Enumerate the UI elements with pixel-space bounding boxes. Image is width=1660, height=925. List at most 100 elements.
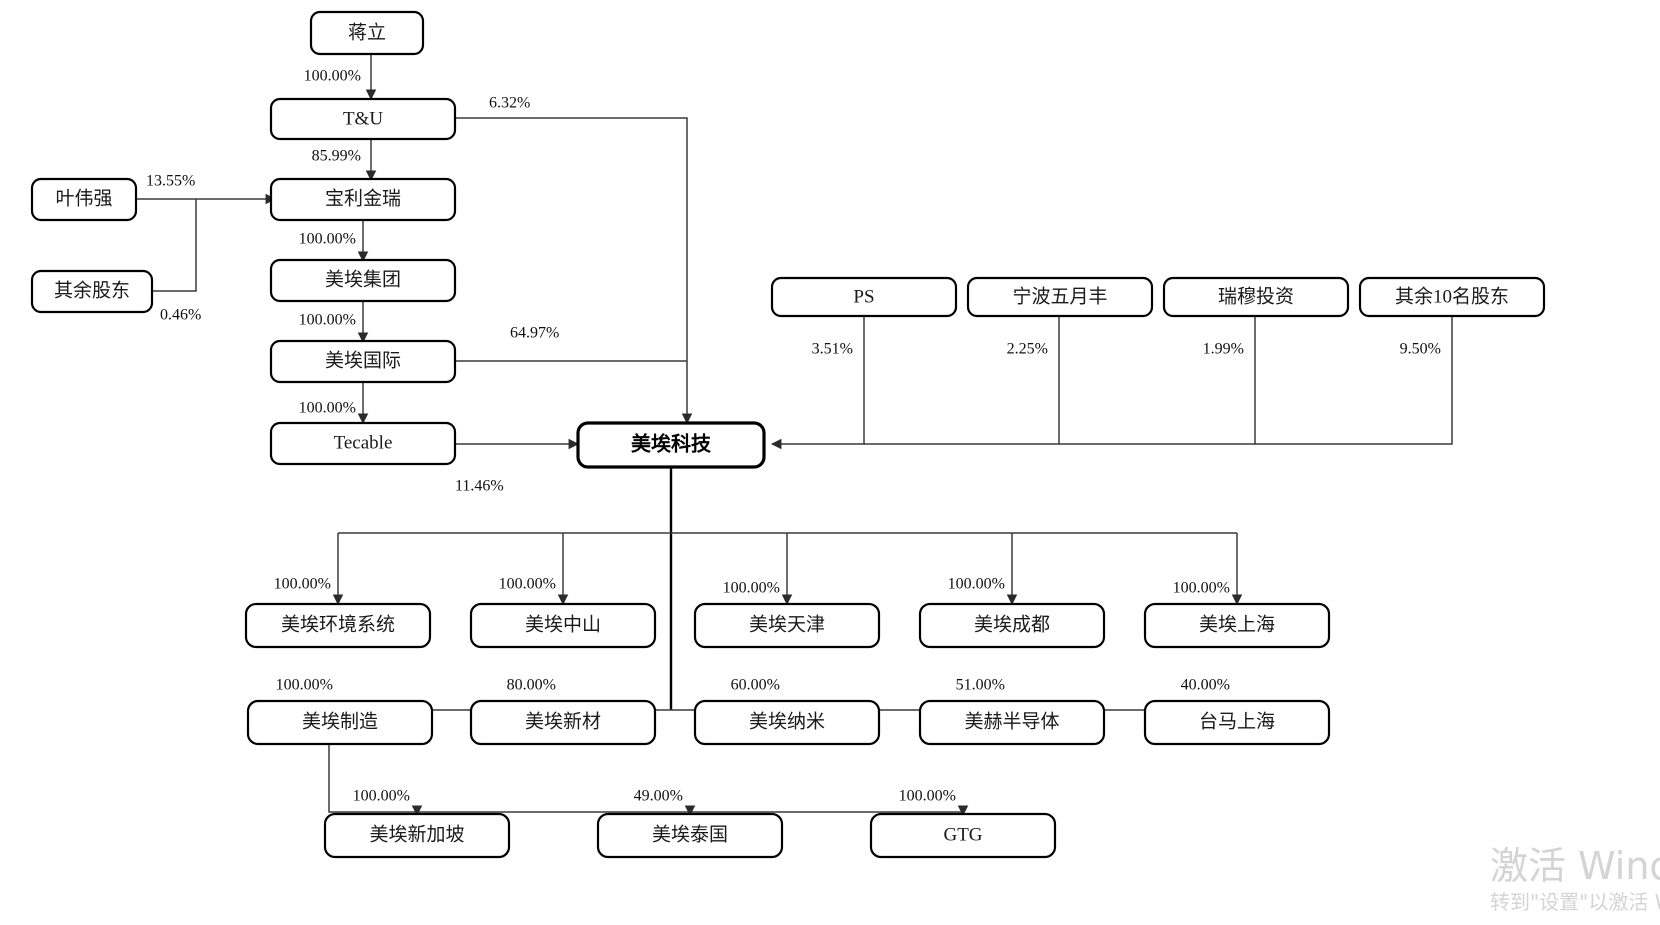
node-meiaixinjiapo[interactable]: 美埃新加坡	[323, 812, 511, 859]
node-meiaijituan-box[interactable]	[269, 258, 457, 303]
node-meiaihuanjingxitong[interactable]: 美埃环境系统	[244, 602, 432, 649]
node-gtg-box[interactable]	[869, 812, 1057, 859]
node-meiaishanghai-label: 美埃上海	[1199, 613, 1275, 635]
edge-label-meiaiguoji-to-tecable: 100.00%	[299, 400, 356, 417]
node-ps-label: PS	[853, 286, 874, 307]
node-meiaitaiguo-box[interactable]	[596, 812, 784, 859]
node-tecable[interactable]: Tecable	[269, 421, 457, 466]
edge-label-baolijinrui-to-meiaijituan: 100.00%	[299, 231, 356, 248]
node-taimashanghai-box[interactable]	[1143, 699, 1331, 746]
edge-label-tecable-to-meiaikeji: 11.46%	[455, 478, 504, 495]
node-ruimutouzi[interactable]: 瑞穆投资	[1162, 276, 1350, 318]
node-meiaishanghai[interactable]: 美埃上海	[1143, 602, 1331, 649]
node-meiaiguoji-box[interactable]	[269, 339, 457, 384]
node-meiaichengdu-label: 美埃成都	[974, 613, 1050, 635]
edge-label-to-meiaitaiguo: 49.00%	[634, 788, 683, 805]
edge-label-tu-to-baolijinrui: 85.99%	[312, 148, 361, 165]
node-ningbowuyuefeng[interactable]: 宁波五月丰	[966, 276, 1154, 318]
node-taimashanghai-label: 台马上海	[1199, 710, 1275, 732]
node-meiaizhizao-label: 美埃制造	[302, 710, 378, 732]
node-gtg-label: GTG	[943, 824, 982, 845]
edge-label-to-meiaizhongshan: 100.00%	[499, 576, 556, 593]
edge-label-meiaijituan-to-meiaiguoji: 100.00%	[299, 312, 356, 329]
edge-label-to-meiaizhizao: 100.00%	[276, 677, 333, 694]
node-meiaizhongshan-box[interactable]	[469, 602, 657, 649]
edge-label-jiangli-to-tu: 100.00%	[304, 68, 361, 85]
edge-label-to-meiaixinjiapo: 100.00%	[353, 788, 410, 805]
node-meiaizhizao-box[interactable]	[246, 699, 434, 746]
node-taimashanghai[interactable]: 台马上海	[1143, 699, 1331, 746]
node-yeweiqiang-box[interactable]	[30, 177, 138, 222]
node-qiyugudong[interactable]: 其余股东	[30, 269, 154, 314]
node-meiaitianjin[interactable]: 美埃天津	[693, 602, 881, 649]
edge-label-qiyu10minggudong-to-meiaikeji: 9.50%	[1400, 341, 1441, 358]
node-ningbowuyuefeng-label: 宁波五月丰	[1012, 285, 1107, 307]
node-tu[interactable]: T&U	[269, 97, 457, 141]
node-ps[interactable]: PS	[770, 276, 958, 318]
node-meihebandaoti-box[interactable]	[918, 699, 1106, 746]
node-meiaizhizao[interactable]: 美埃制造	[246, 699, 434, 746]
node-baolijinrui-label: 宝利金瑞	[325, 187, 401, 209]
node-meiaitianjin-label: 美埃天津	[749, 613, 825, 635]
edge-label-ningbowuyuefeng-to-meiaikeji: 2.25%	[1007, 341, 1048, 358]
edge-label-to-taimashanghai: 40.00%	[1181, 677, 1230, 694]
node-tecable-box[interactable]	[269, 421, 457, 466]
node-jiangli-label: 蒋立	[348, 21, 386, 43]
edge-qiyu10minggudong-to-meiaikeji	[1255, 313, 1453, 445]
node-meiainami-label: 美埃纳米	[749, 710, 825, 732]
edge-ruimutouzi-to-meiaikeji	[1059, 313, 1256, 445]
node-meiaikeji-box[interactable]	[576, 421, 766, 469]
node-tu-box[interactable]	[269, 97, 457, 141]
node-meiaihuanjingxitong-box[interactable]	[244, 602, 432, 649]
node-ruimutouzi-label: 瑞穆投资	[1218, 285, 1294, 307]
node-ningbowuyuefeng-box[interactable]	[966, 276, 1154, 318]
node-meiaichengdu[interactable]: 美埃成都	[918, 602, 1106, 649]
node-qiyugudong-label: 其余股东	[54, 279, 130, 301]
node-meihebandaoti-label: 美赫半导体	[964, 710, 1059, 732]
node-meiaichengdu-box[interactable]	[918, 602, 1106, 649]
node-baolijinrui-box[interactable]	[269, 177, 457, 222]
node-yeweiqiang[interactable]: 叶伟强	[30, 177, 138, 222]
node-qiyugudong-box[interactable]	[30, 269, 154, 314]
node-ruimutouzi-box[interactable]	[1162, 276, 1350, 318]
edge-label-to-meiaitianjin: 100.00%	[723, 580, 780, 597]
edge-label-to-meiaichengdu: 100.00%	[948, 576, 1005, 593]
node-meiaikeji[interactable]: 美埃科技	[576, 421, 766, 469]
node-meiaiguoji[interactable]: 美埃国际	[269, 339, 457, 384]
node-meiaizhongshan-label: 美埃中山	[525, 613, 601, 635]
edge-ningbowuyuefeng-to-meiaikeji	[864, 313, 1060, 445]
node-meiaijituan[interactable]: 美埃集团	[269, 258, 457, 303]
node-meiaixincai[interactable]: 美埃新材	[469, 699, 657, 746]
node-meiaitaiguo[interactable]: 美埃泰国	[596, 812, 784, 859]
edge-label-qiyugudong-to-baolijinrui: 0.46%	[160, 307, 201, 324]
node-qiyu10minggudong-label: 其余10名股东	[1395, 285, 1509, 307]
node-ps-box[interactable]	[770, 276, 958, 318]
node-baolijinrui[interactable]: 宝利金瑞	[269, 177, 457, 222]
edge-label-meiaiguoji-to-meiaikeji: 64.97%	[510, 325, 559, 342]
edge-label-to-meiaixincai: 80.00%	[507, 677, 556, 694]
node-meiaizhongshan[interactable]: 美埃中山	[469, 602, 657, 649]
edge-tu-to-meiaikeji	[455, 117, 693, 425]
edge-label-to-meiaishanghai: 100.00%	[1173, 580, 1230, 597]
node-meiaixinjiapo-box[interactable]	[323, 812, 511, 859]
edge-label-to-meiaihuanjingxitong: 100.00%	[274, 576, 331, 593]
node-meihebandaoti[interactable]: 美赫半导体	[918, 699, 1106, 746]
node-tecable-label: Tecable	[334, 432, 393, 453]
node-meiaixincai-box[interactable]	[469, 699, 657, 746]
edge-label-to-gtg: 100.00%	[899, 788, 956, 805]
node-gtg[interactable]: GTG	[869, 812, 1057, 859]
edge-label-ruimutouzi-to-meiaikeji: 1.99%	[1203, 341, 1244, 358]
edge-label-to-meiainami: 60.00%	[731, 677, 780, 694]
node-meiainami-box[interactable]	[693, 699, 881, 746]
node-jiangli-box[interactable]	[309, 10, 425, 56]
node-meiaishanghai-box[interactable]	[1143, 602, 1331, 649]
node-meiainami[interactable]: 美埃纳米	[693, 699, 881, 746]
node-jiangli[interactable]: 蒋立	[309, 10, 425, 56]
node-qiyu10minggudong[interactable]: 其余10名股东	[1358, 276, 1546, 318]
node-meiaitianjin-box[interactable]	[693, 602, 881, 649]
node-qiyu10minggudong-box[interactable]	[1358, 276, 1546, 318]
edge-label-tu-to-meiaikeji: 6.32%	[489, 95, 530, 112]
edge-qiyugudong-to-baolijinrui	[152, 199, 197, 292]
